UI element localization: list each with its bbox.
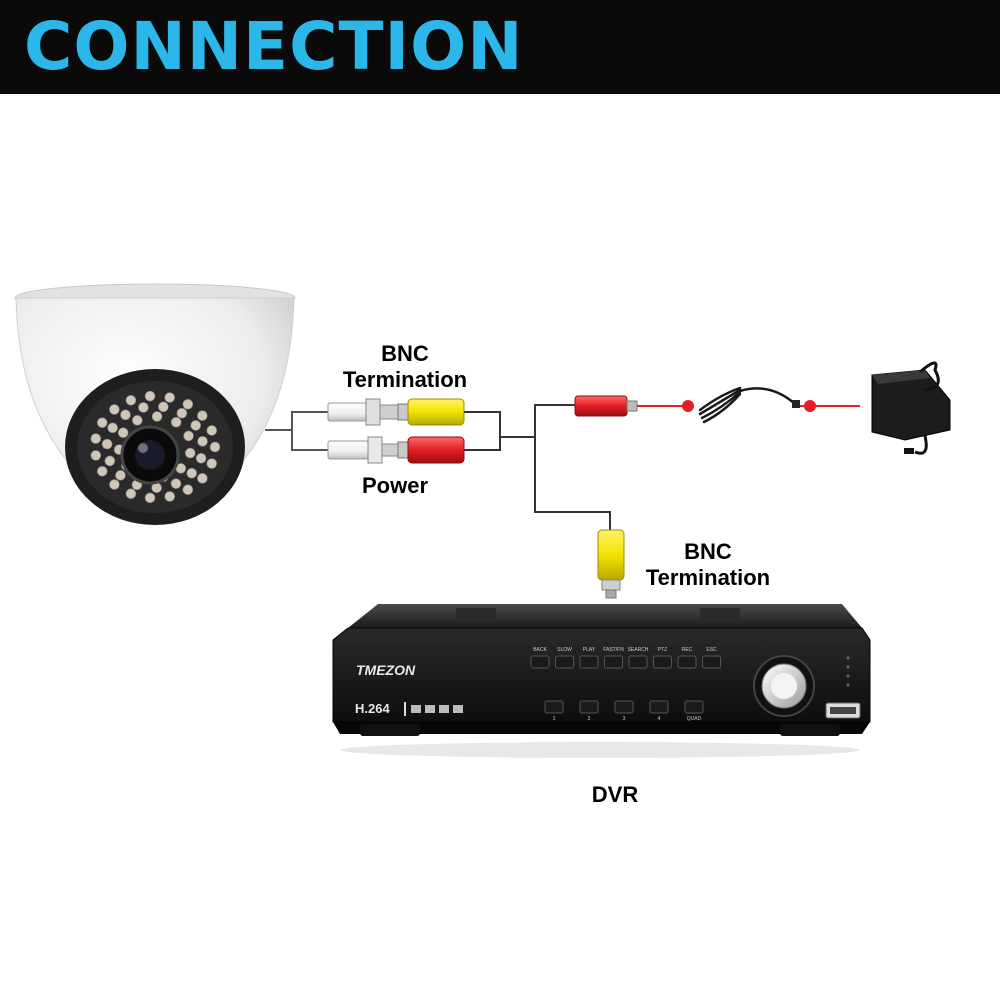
dvr-button-ptz[interactable]: PTZ <box>653 647 672 669</box>
camera-cable <box>265 411 328 451</box>
ir-led-icon <box>209 441 221 453</box>
page-title: CONNECTION <box>24 8 524 85</box>
dvr-channel-button[interactable]: QUAD <box>684 700 704 722</box>
ir-led-icon <box>183 430 194 442</box>
power-link-line <box>637 400 860 412</box>
ir-led-icon <box>176 407 188 419</box>
red-dc-plug-icon <box>574 395 638 417</box>
dvr-channel-button[interactable]: 2 <box>579 700 599 722</box>
dvr-button-play[interactable]: PLAY <box>579 647 599 669</box>
dvr-button-label: PLAY <box>583 647 596 653</box>
dvr-channel-label: 4 <box>658 716 661 722</box>
ir-led-icon <box>206 425 218 436</box>
yellow-dvr-bnc-connector-icon <box>597 529 625 599</box>
power-splitter-icon <box>698 386 800 424</box>
dvr-brand: TMEZON <box>356 662 416 678</box>
ir-led-icon <box>195 452 207 464</box>
ir-led-icon <box>96 465 108 477</box>
ir-led-icon <box>186 467 198 479</box>
ir-led-icon <box>132 415 143 426</box>
ir-led-icon <box>182 484 194 495</box>
dvr-button-fastfn[interactable]: FAST/FN <box>603 647 624 669</box>
bnc-label-line1: BNC <box>381 341 429 366</box>
ir-led-icon <box>138 402 149 413</box>
ir-led-icon <box>120 409 131 421</box>
power-adapter-icon <box>871 361 951 455</box>
ir-led-icon <box>164 491 176 502</box>
dvr-channel-button[interactable]: 3 <box>614 700 634 722</box>
dvr-button-esc[interactable]: ESC <box>702 647 721 669</box>
dvr-button-back[interactable]: BACK <box>530 647 550 669</box>
ir-led-icon <box>151 411 163 422</box>
ir-led-icon <box>170 416 182 428</box>
ir-led-icon <box>197 473 208 484</box>
red-power-connector-icon <box>397 436 465 464</box>
ir-led-icon <box>101 438 113 450</box>
ir-led-icon <box>104 455 116 467</box>
ir-led-icon <box>96 417 108 429</box>
dvr-label: DVR <box>591 782 639 807</box>
termination-label-line2: Termination <box>342 367 468 392</box>
white-power-connector-icon <box>327 436 399 464</box>
bnc-termination-label-bottom: BNC Termination <box>628 539 788 591</box>
ir-led-icon <box>184 447 196 459</box>
ir-led-icon <box>164 392 176 403</box>
ir-led-icon <box>206 458 218 469</box>
dvr-channel-label: QUAD <box>687 716 702 722</box>
dvr-button-label: FAST/FN <box>603 647 624 653</box>
ir-led-icon <box>90 450 102 461</box>
ir-led-icon <box>107 422 118 434</box>
dvr-button-label: SLOW <box>557 647 572 653</box>
ir-led-icon <box>125 488 137 500</box>
ir-led-icon <box>197 410 208 421</box>
dvr-codec: H.264 <box>355 701 390 716</box>
ir-led-icon <box>182 399 194 410</box>
header-bar: CONNECTION <box>0 0 1000 94</box>
bnc-label-line1: BNC <box>684 539 732 564</box>
dvr-button-slow[interactable]: SLOW <box>555 647 574 669</box>
dvr-button-label: ESC <box>706 647 717 653</box>
dvr-button-label: PTZ <box>658 647 667 653</box>
ir-led-icon <box>115 470 126 481</box>
ir-led-icon <box>144 390 156 402</box>
dvr-button-label: SEARCH <box>628 647 649 653</box>
white-bnc-connector-icon <box>327 398 399 426</box>
dvr-button-label: BACK <box>533 647 547 653</box>
termination-label-line2: Termination <box>645 565 771 590</box>
siamese-cable <box>464 404 611 530</box>
yellow-bnc-connector-icon <box>397 398 465 426</box>
dvr-device-icon: TMEZON H.264 BACK SLOW PLAY FAST/FN SEARCH PT… <box>332 604 871 758</box>
dome-camera-icon <box>14 283 296 526</box>
ir-led-icon <box>197 436 208 447</box>
ir-led-icon <box>109 404 120 415</box>
ir-led-icon <box>158 401 169 413</box>
ir-led-icon <box>90 433 102 444</box>
dvr-channel-label: 1 <box>553 716 556 722</box>
ir-led-icon <box>170 478 182 489</box>
dvr-channel-button[interactable]: 1 <box>544 700 564 722</box>
ir-led-icon <box>117 427 129 439</box>
ir-led-icon <box>125 394 137 406</box>
dvr-channel-button[interactable]: 4 <box>649 700 669 722</box>
ir-led-icon <box>144 492 156 504</box>
dvr-button-label: REC <box>682 647 693 653</box>
ir-led-icon <box>109 479 120 490</box>
dvr-channel-label: 3 <box>623 716 626 722</box>
dvr-button-rec[interactable]: REC <box>677 647 697 669</box>
power-label: Power <box>361 473 429 498</box>
dvr-channel-label: 2 <box>588 716 591 722</box>
dvr-button-search[interactable]: SEARCH <box>628 647 649 669</box>
ir-led-icon <box>190 420 202 431</box>
bnc-termination-label-top: BNC Termination <box>325 341 485 393</box>
